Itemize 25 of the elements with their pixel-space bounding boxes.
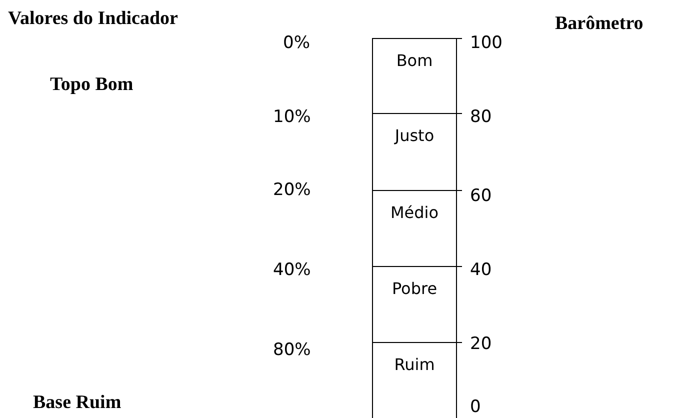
header: Barômetro <box>555 13 644 35</box>
scale-segment <box>372 113 457 191</box>
percent-value: 20% <box>273 180 311 200</box>
percent-value: 40% <box>273 260 311 280</box>
scale-value: 40 <box>470 260 492 280</box>
side-label: Topo Bom <box>50 74 134 96</box>
scale-segment <box>372 342 457 418</box>
segment-label: Pobre <box>392 279 438 300</box>
scale-value: 100 <box>470 33 502 53</box>
side-label: Base Ruim <box>33 392 122 414</box>
scale-value: 60 <box>470 186 492 206</box>
header: Valores do Indicador <box>8 8 178 30</box>
percent-value: 0% <box>283 33 310 53</box>
scale-segment <box>372 190 457 267</box>
scale-segment <box>372 266 457 343</box>
percent-value: 80% <box>273 340 311 360</box>
segment-label: Bom <box>396 51 433 72</box>
scale-value: 80 <box>470 107 492 127</box>
scale-segment <box>372 38 457 114</box>
scale-value: 20 <box>470 334 492 354</box>
segment-label: Justo <box>394 126 434 147</box>
percent-value: 10% <box>273 107 311 127</box>
scale-value: 0 <box>470 397 481 417</box>
segment-label: Ruim <box>394 355 435 376</box>
segment-label: Médio <box>390 203 439 224</box>
